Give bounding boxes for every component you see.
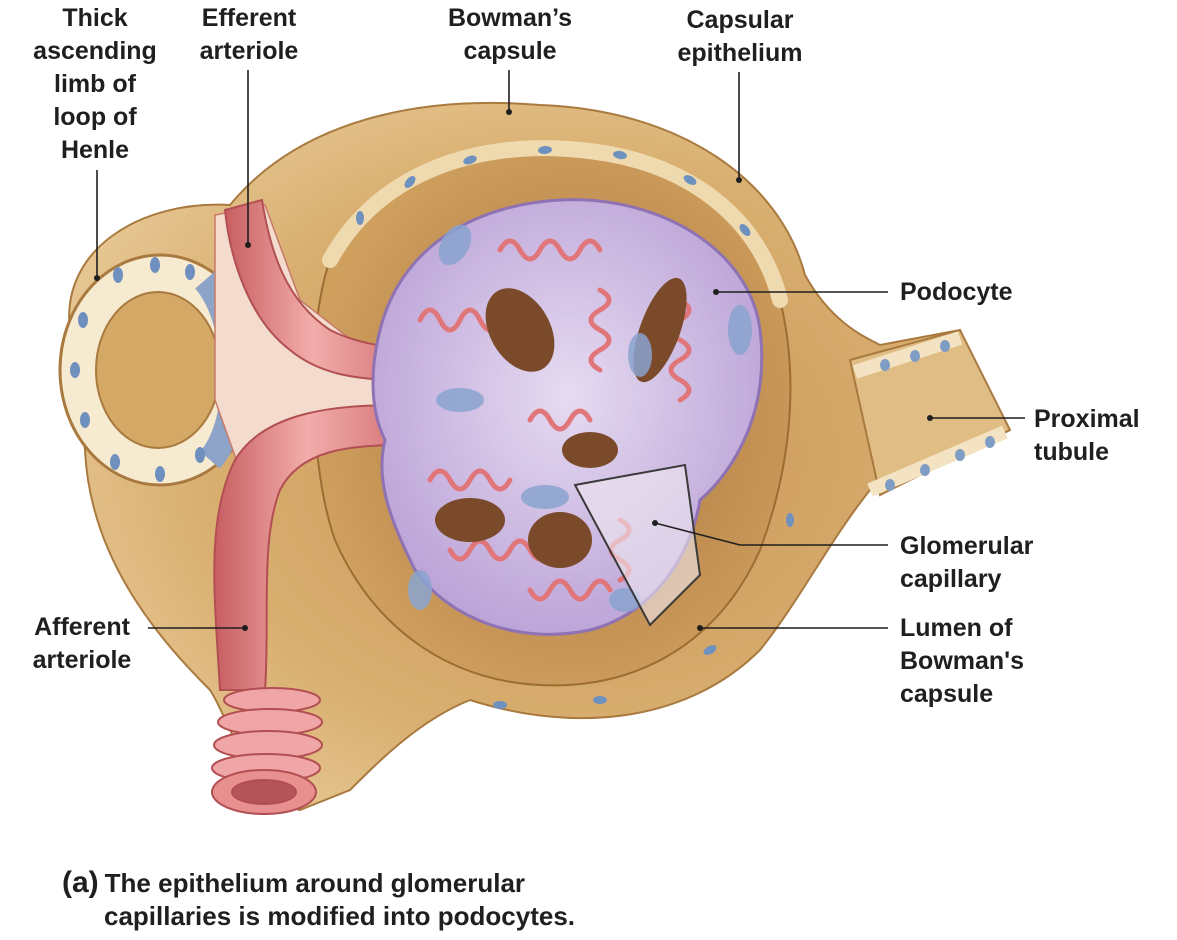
label-line: Bowman’s (447, 4, 573, 32)
label-efferent-arteriole: Efferent arteriole (184, 2, 314, 68)
label-line: Afferent (34, 613, 130, 641)
leader-dots (94, 109, 933, 631)
label-line: Lumen of (900, 614, 1013, 642)
label-capsular-epithelium: Capsular epithelium (660, 4, 820, 70)
cutaway-box (573, 463, 702, 627)
label-line: arteriole (32, 646, 132, 674)
label-proximal-tubule: Proximal tubule (1034, 403, 1140, 469)
afferent-arteriole (213, 403, 401, 691)
podocyte-nuclei (408, 224, 752, 612)
label-line: Efferent (201, 4, 297, 32)
label-line: Podocyte (900, 278, 1013, 306)
label-thick-ascending-limb: Thick ascending limb of loop of Henle (20, 2, 170, 167)
proximal-tubule (848, 328, 1012, 497)
capsular-epithelium-nuclei (356, 145, 794, 709)
leader-lines (96, 70, 1025, 629)
label-line: loop of (53, 103, 137, 131)
label-line: capillary (900, 565, 1002, 593)
caption-tag: (a) (62, 866, 99, 899)
caption-line-1: The epithelium around glomerular (104, 868, 526, 898)
label-line: Glomerular (900, 532, 1034, 560)
label-line: Proximal (1034, 405, 1140, 433)
label-line: Henle (60, 136, 130, 164)
label-bowmans-capsule: Bowman’s capsule (430, 2, 590, 68)
label-podocyte: Podocyte (900, 276, 1013, 309)
label-line: capsule (463, 37, 557, 65)
figure-caption: (a)The epithelium around glomerular capi… (62, 866, 575, 933)
label-line: limb of (54, 70, 136, 98)
label-line: arteriole (199, 37, 299, 65)
label-afferent-arteriole: Afferent arteriole (16, 611, 148, 677)
label-line: capsule (900, 680, 994, 708)
label-lumen-of-bowmans-capsule: Lumen of Bowman's capsule (900, 612, 1024, 711)
afferent-arteriole-coils (211, 687, 323, 815)
label-line: ascending (33, 37, 157, 65)
label-line: Thick (62, 4, 128, 32)
label-line: epithelium (677, 39, 803, 67)
label-line: Capsular (686, 6, 794, 34)
label-glomerular-capillary: Glomerular capillary (900, 530, 1033, 596)
label-line: tubule (1034, 438, 1109, 466)
label-line: Bowman's (900, 647, 1025, 675)
caption-line-2: capillaries is modified into podocytes. (104, 901, 575, 931)
